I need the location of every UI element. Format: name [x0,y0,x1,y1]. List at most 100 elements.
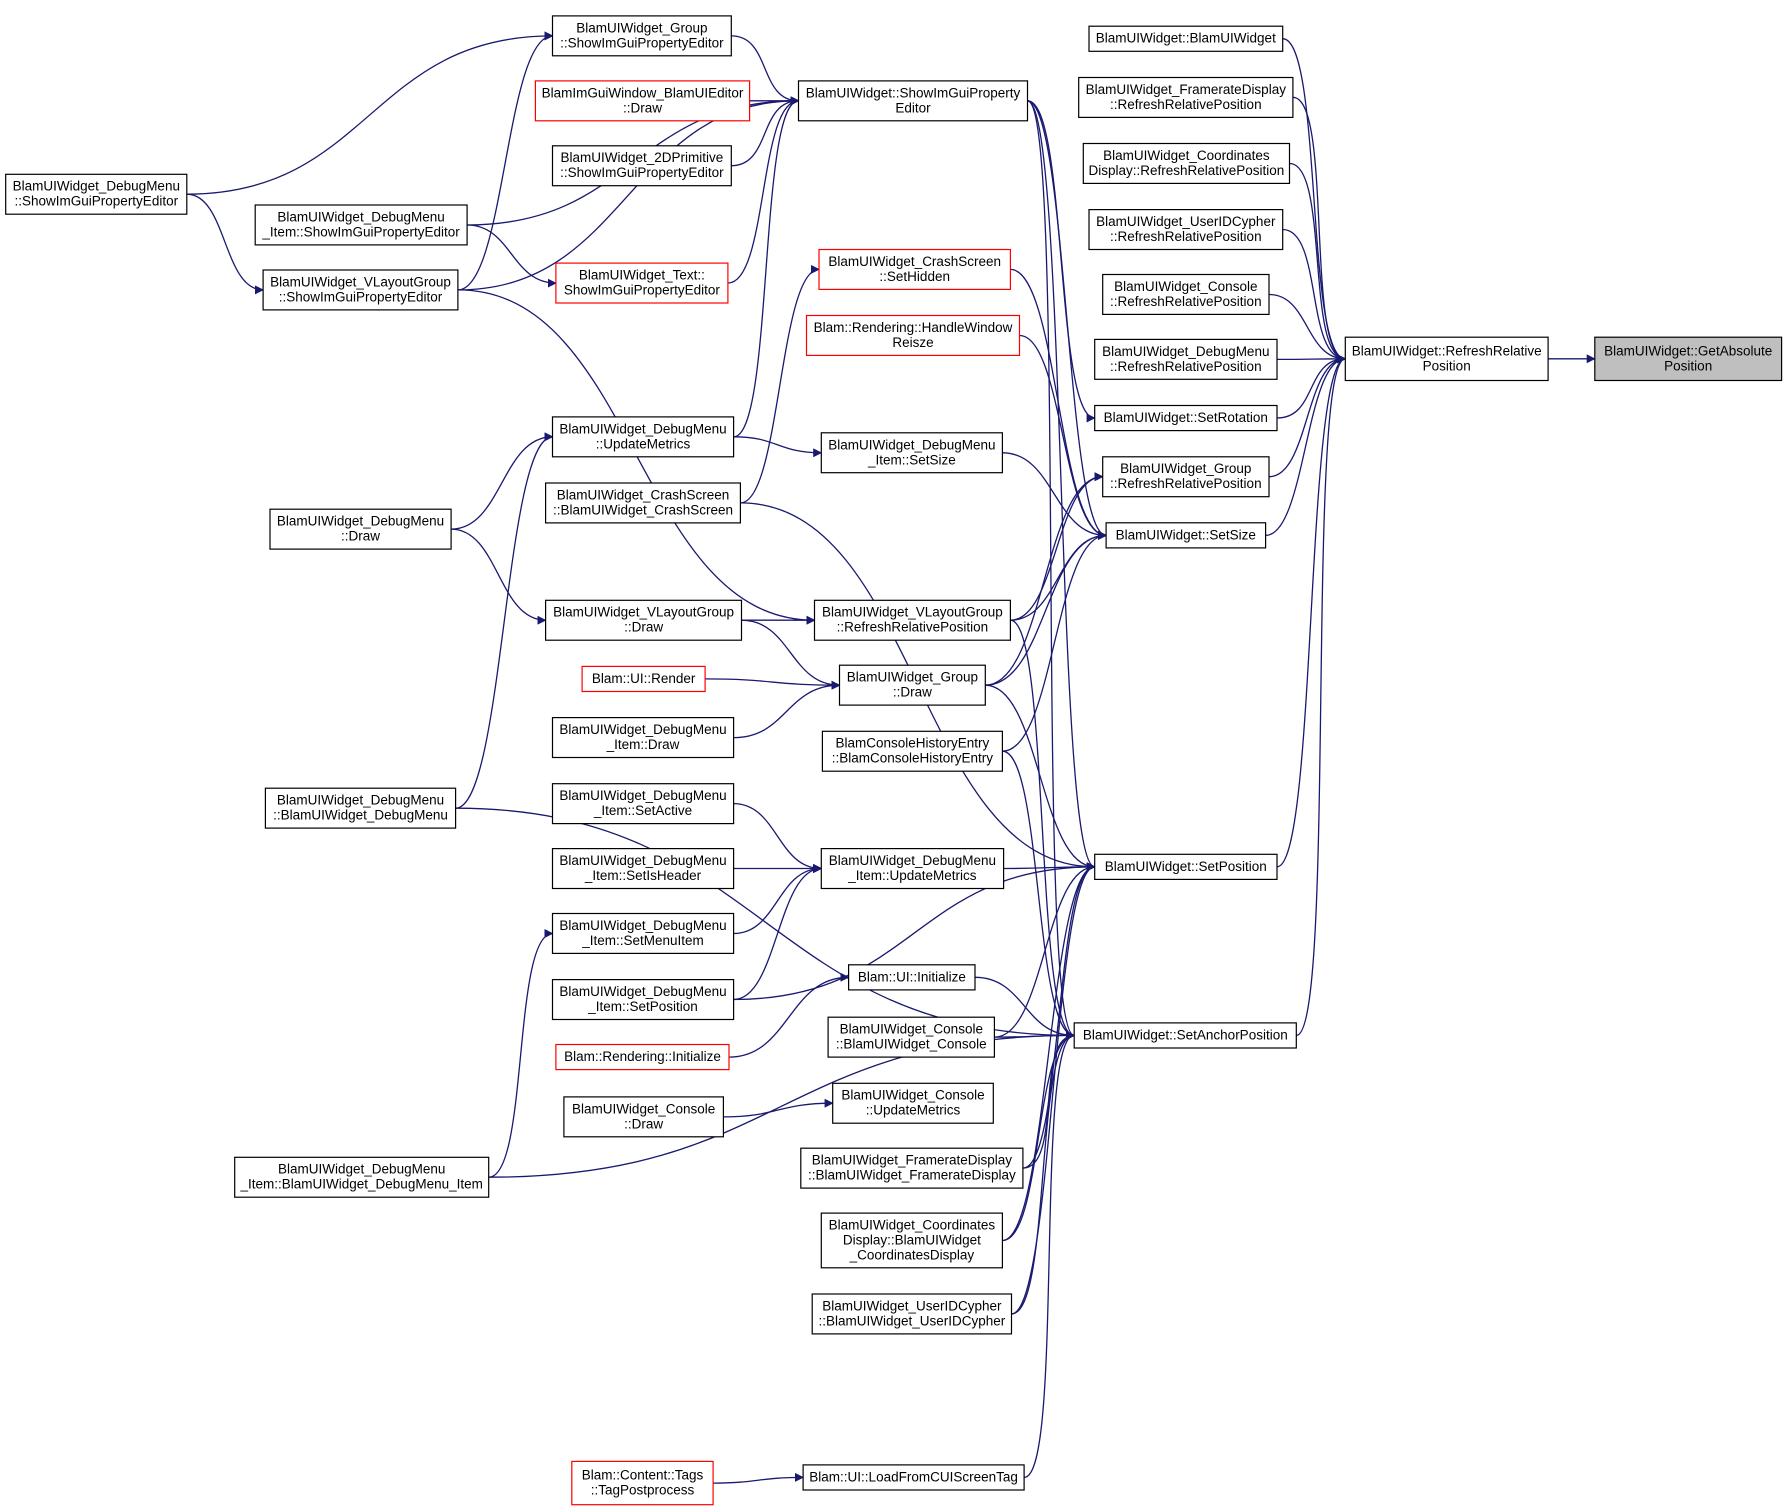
node-uid_refresh[interactable]: BlamUIWidget_UserIDCypher::RefreshRelati… [1088,209,1284,251]
node-label: BlamUIWidget::SetSize [1116,527,1256,542]
node-refrel[interactable]: BlamUIWidget::RefreshRelativePosition [1344,336,1549,382]
node-crash_ctor[interactable]: BlamUIWidget_CrashScreen::BlamUIWidget_C… [544,482,741,524]
node-hist_ctor[interactable]: BlamConsoleHistoryEntry::BlamConsoleHist… [821,730,1004,772]
node-label: BlamUIWidget_DebugMenu [13,179,180,194]
edge-vl_refresh-to-setanchor [1010,619,1076,1040]
node-co_refresh[interactable]: BlamUIWidget_CoordinatesDisplay::Refresh… [1082,142,1291,185]
node-label: ::RefreshRelativePosition [837,620,989,635]
node-dmi_setactive[interactable]: BlamUIWidget_DebugMenu_Item::SetActive [551,783,735,825]
node-box [1094,853,1278,880]
node-label: ::BlamUIWidget_CrashScreen [553,502,733,517]
node-label: ::BlamConsoleHistoryEntry [832,751,994,766]
node-box [581,665,706,693]
node-con_ctor[interactable]: BlamUIWidget_Console::BlamUIWidget_Conso… [827,1016,995,1058]
node-label: ::ShowImGuiPropertyEditor [560,35,724,50]
node-dm_ctor[interactable]: BlamUIWidget_DebugMenu::BlamUIWidget_Deb… [264,787,457,829]
edge-dm_update-to-dmi_setsize [733,436,823,458]
node-dm_update[interactable]: BlamUIWidget_DebugMenu::UpdateMetrics [551,416,735,458]
node-dmi_setpos[interactable]: BlamUIWidget_DebugMenu_Item::SetPosition [551,978,735,1021]
node-label: BlamUIWidget_2DPrimitive [561,150,724,165]
node-dmi_setisheader[interactable]: BlamUIWidget_DebugMenu_Item::SetIsHeader [551,847,735,890]
edge-hist_ctor-to-setanchor [1002,750,1076,1040]
node-crash_hidden[interactable]: BlamUIWidget_CrashScreen::SetHidden [818,248,1011,291]
node-box [1594,336,1783,382]
node-label: ::RefreshRelativePosition [1110,229,1262,244]
node-grp_draw[interactable]: BlamUIWidget_Group::Draw [838,664,986,706]
node-dmi_setmenuitem[interactable]: BlamUIWidget_DebugMenu_Item::SetMenuItem [551,912,735,955]
node-showprop[interactable]: BlamUIWidget::ShowImGuiPropertyEditor [797,80,1029,122]
node-box [800,1147,1024,1189]
node-fr_refresh[interactable]: BlamUIWidget_FramerateDisplay::RefreshRe… [1078,76,1294,119]
node-ui_render[interactable]: Blam::UI::Render [581,665,706,693]
node-vl_draw[interactable]: BlamUIWidget_VLayoutGroup::Draw [544,599,743,641]
node-dmi_update[interactable]: BlamUIWidget_DebugMenu_Item::UpdateMetri… [820,847,1005,890]
node-con_update[interactable]: BlamUIWidget_Console::UpdateMetrics [832,1082,994,1124]
edge-setrot-to-refrel [1276,354,1347,419]
node-con_refresh[interactable]: BlamUIWidget_Console::RefreshRelativePos… [1102,273,1270,316]
node-dmi_setsize[interactable]: BlamUIWidget_DebugMenu_Item::SetSize [820,432,1003,474]
node-tagpost[interactable]: Blam::Content::Tags::TagPostprocess [571,1460,714,1506]
node-setrot[interactable]: BlamUIWidget::SetRotation [1094,404,1278,432]
node-box [1094,338,1278,380]
node-label: Editor [895,100,931,115]
node-label: BlamUIWidget_Group [1120,461,1251,476]
node-dm_show[interactable]: BlamUIWidget_DebugMenu::ShowImGuiPropert… [5,173,188,215]
node-ctor[interactable]: BlamUIWidget::BlamUIWidget [1088,25,1284,52]
node-dm_draw[interactable]: BlamUIWidget_DebugMenu::Draw [269,508,452,550]
node-grp_show[interactable]: BlamUIWidget_Group::ShowImGuiPropertyEdi… [551,15,732,57]
edge-dmi_setmenuitem-to-dmi_update [733,864,823,935]
node-box [1073,1022,1297,1049]
node-rend_init[interactable]: Blam::Rendering::Initialize [555,1043,730,1071]
edge-dmi_ctor-to-dmi_setmenuitem [488,929,554,1178]
node-box [555,262,729,304]
node-setsize[interactable]: BlamUIWidget::SetSize [1105,522,1267,549]
node-loadcui[interactable]: Blam::UI::LoadFromCUIScreenTag [802,1464,1025,1491]
node-ui_init[interactable]: Blam::UI::Initialize [847,964,976,991]
edge-dmi_setactive-to-dmi_update [733,802,823,873]
node-grp_refresh[interactable]: BlamUIWidget_Group::RefreshRelativePosit… [1102,456,1270,498]
edge-ui_render-to-grp_draw [705,678,841,690]
node-vl_show[interactable]: BlamUIWidget_VLayoutGroup::ShowImGuiProp… [262,269,459,311]
node-uid_ctor[interactable]: BlamUIWidget_UserIDCypher::BlamUIWidget_… [811,1293,1013,1335]
node-label: BlamUIWidget_DebugMenu [277,793,444,808]
node-fr_ctor[interactable]: BlamUIWidget_FramerateDisplay::BlamUIWid… [800,1147,1024,1189]
edge-text_show-to-showprop [727,96,800,284]
edge-tagpost-to-loadcui [713,1472,804,1484]
node-dmi_show[interactable]: BlamUIWidget_DebugMenu_Item::ShowImGuiPr… [254,204,468,246]
node-box [1344,336,1549,382]
node-label: BlamUIWidget_UserIDCypher [1096,214,1276,229]
node-dmi_draw[interactable]: BlamUIWidget_DebugMenu_Item::Draw [551,716,735,759]
node-prim_show[interactable]: BlamUIWidget_2DPrimitive::ShowImGuiPrope… [551,145,732,187]
edge-handle_resize-to-setsize [1019,334,1107,540]
node-label: BlamUIWidget_CrashScreen [828,254,1001,269]
edge-uid_refresh-to-refrel [1282,228,1347,364]
node-imgui_draw[interactable]: BlamImGuiWindow_BlamUIEditor::Draw [534,80,751,122]
node-label: BlamUIWidget_FramerateDisplay [812,1153,1013,1168]
node-box [551,912,735,955]
node-label: _Item::SetSize [867,452,956,467]
node-con_draw[interactable]: BlamUIWidget_Console::Draw [563,1096,725,1138]
node-vl_refresh[interactable]: BlamUIWidget_VLayoutGroup::RefreshRelati… [813,599,1011,641]
node-box [551,416,735,458]
node-box [1102,456,1270,498]
edge-dm_refresh-to-refrel [1276,354,1347,364]
node-label: BlamUIWidget::ShowImGuiProperty [806,85,1021,100]
node-text_show[interactable]: BlamUIWidget_Text::ShowImGuiPropertyEdit… [555,262,729,304]
node-co_ctor[interactable]: BlamUIWidget_CoordinatesDisplay::BlamUIW… [820,1212,1003,1269]
node-dmi_ctor[interactable]: BlamUIWidget_DebugMenu_Item::BlamUIWidge… [234,1156,490,1198]
node-label: _Item::SetActive [593,803,692,818]
node-label: BlamUIWidget_Text:: [579,268,705,283]
node-label: BlamUIWidget_DebugMenu [277,514,444,529]
node-box [544,599,743,641]
node-box [555,1043,730,1071]
node-dm_refresh[interactable]: BlamUIWidget_DebugMenu::RefreshRelativeP… [1094,338,1278,380]
node-setpos[interactable]: BlamUIWidget::SetPosition [1094,853,1278,880]
node-box [797,80,1029,122]
node-box [820,847,1005,890]
node-setanchor[interactable]: BlamUIWidget::SetAnchorPosition [1073,1022,1297,1049]
node-label: BlamUIWidget_VLayoutGroup [270,274,451,289]
node-label: BlamConsoleHistoryEntry [835,736,989,751]
